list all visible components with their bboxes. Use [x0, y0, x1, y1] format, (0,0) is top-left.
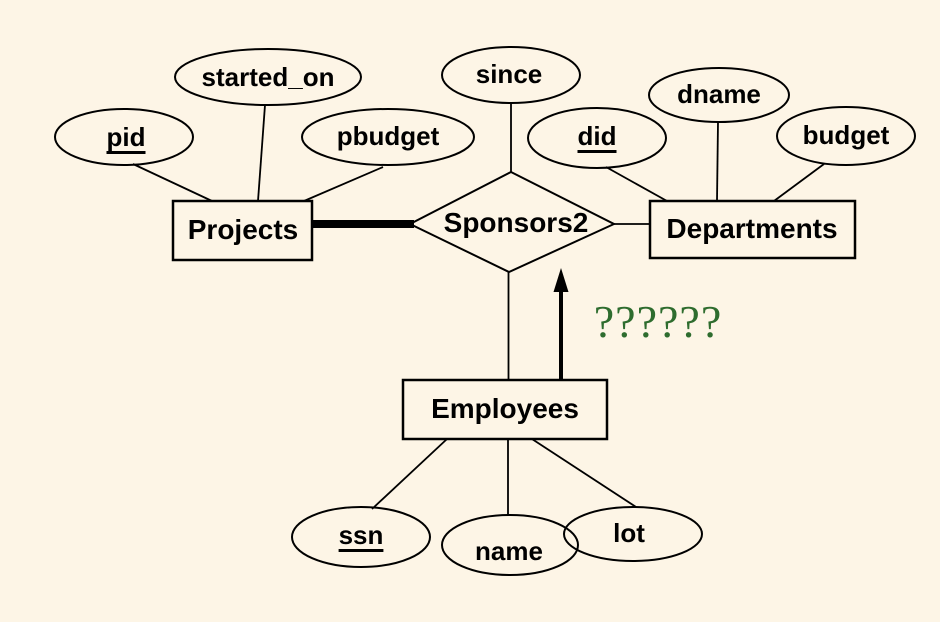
connector-pid-projects	[132, 163, 213, 202]
entity-rect-projects	[171, 199, 314, 262]
connector-budget-departments	[773, 163, 825, 202]
attribute-label-started_on: started_on	[201, 62, 335, 92]
relationship-diamond-sponsors2	[407, 170, 617, 274]
attribute-label-pid: pid	[106, 122, 146, 152]
attribute-label-lot: lot	[613, 518, 645, 548]
attribute-label-ssn: ssn	[338, 520, 384, 550]
attribute-ellipse-ssn	[291, 506, 431, 568]
entity-label-employees: Employees	[431, 393, 579, 424]
attribute-ellipse-did	[527, 107, 667, 169]
attribute-ellipse-started_on	[174, 48, 362, 106]
connector-employees-ssn	[371, 438, 448, 510]
relationship-label-sponsors2: Sponsors2	[443, 207, 589, 238]
connector-pbudget-projects	[303, 166, 384, 202]
question-marks-annotation: ??????	[593, 296, 723, 347]
attribute-label-since: since	[475, 59, 543, 89]
attribute-ellipse-since	[441, 46, 581, 104]
attribute-ellipse-pbudget	[301, 108, 475, 166]
entity-rect-departments	[648, 199, 857, 260]
attribute-ellipse-name	[441, 514, 579, 576]
attribute-label-budget: budget	[802, 120, 890, 150]
connector-started_on-projects	[257, 104, 266, 202]
entity-label-departments: Departments	[666, 213, 838, 244]
attribute-label-did: did	[577, 121, 617, 151]
attribute-label-dname: dname	[677, 79, 761, 109]
attribute-label-pbudget: pbudget	[336, 121, 440, 151]
entity-label-projects: Projects	[187, 214, 299, 245]
attribute-ellipse-budget	[776, 106, 916, 166]
arrow-head-icon	[553, 268, 569, 292]
attribute-ellipse-pid	[54, 108, 194, 166]
attribute-ellipse-dname	[648, 67, 790, 123]
connector-employees-lot	[531, 438, 637, 508]
attribute-label-name: name	[475, 536, 543, 566]
connector-did-departments	[605, 166, 668, 202]
attribute-ellipse-lot	[563, 506, 703, 562]
connector-dname-departments	[716, 121, 719, 202]
entity-rect-employees	[401, 378, 609, 441]
